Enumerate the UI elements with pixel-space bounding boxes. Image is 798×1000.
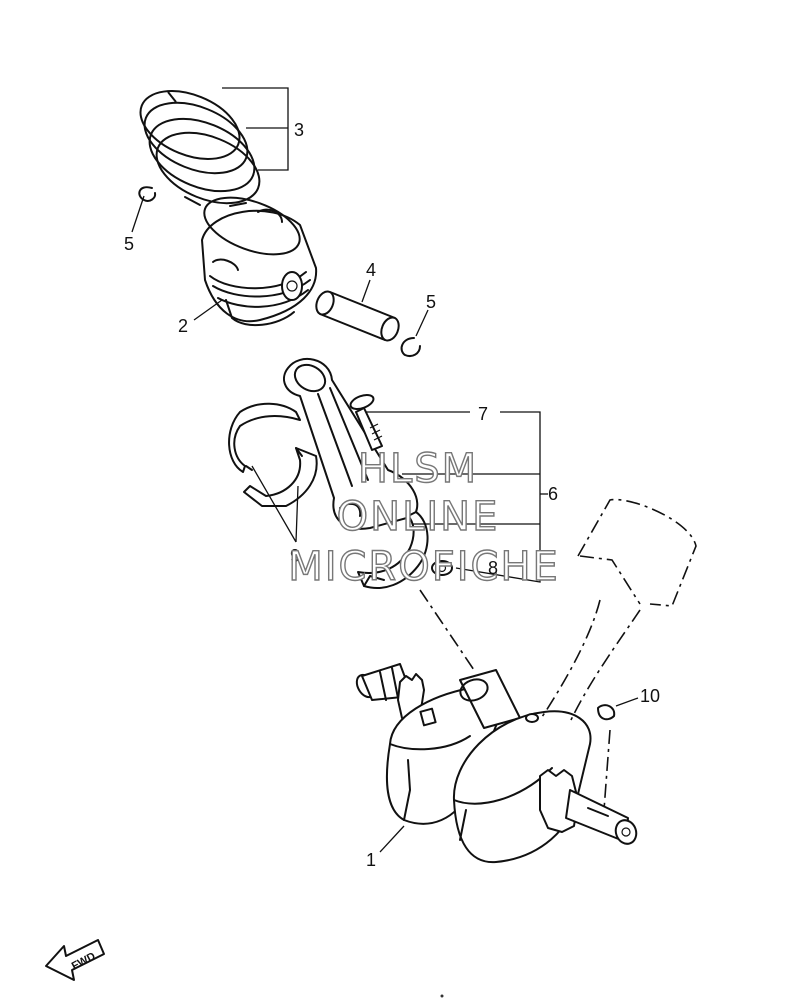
watermark-line-2: ONLINE: [337, 494, 500, 540]
callout-7: 7: [478, 404, 488, 424]
crankshaft[interactable]: [353, 663, 639, 864]
watermark-line-1: HLSM: [358, 446, 478, 492]
rod-nut[interactable]: [431, 560, 453, 576]
circlip-left[interactable]: [138, 186, 157, 202]
piston[interactable]: [197, 186, 318, 327]
watermark-line-3: MICROFICHE: [288, 544, 560, 590]
watermark: HLSM ONLINE MICROFICHE: [287, 445, 560, 590]
callout-5-left: 5: [124, 234, 134, 254]
callout-numbers: 3 5 2 4 5 7 6 9 8 10 1: [124, 120, 660, 870]
callout-10: 10: [640, 686, 660, 706]
rod-bolt[interactable]: [349, 392, 383, 451]
callout-6: 6: [548, 484, 558, 504]
callout-8: 8: [488, 558, 498, 578]
page-dot: [440, 994, 444, 998]
fwd-arrow-icon: FWD: [45, 939, 105, 981]
callout-3: 3: [294, 120, 304, 140]
piston-pin[interactable]: [313, 289, 402, 343]
connecting-rod[interactable]: [283, 358, 429, 589]
leader-lines: [131, 87, 639, 853]
piston-rings[interactable]: [131, 78, 270, 217]
callout-1: 1: [366, 850, 376, 870]
callout-5-right: 5: [426, 292, 436, 312]
connecting-rod-bearings[interactable]: [228, 402, 318, 507]
callout-9: 9: [290, 546, 300, 566]
woodruff-key[interactable]: [597, 704, 616, 721]
callout-4: 4: [366, 260, 376, 280]
callout-2: 2: [178, 316, 188, 336]
phantom-connecting-rod: [419, 498, 697, 811]
circlip-right[interactable]: [400, 337, 421, 357]
